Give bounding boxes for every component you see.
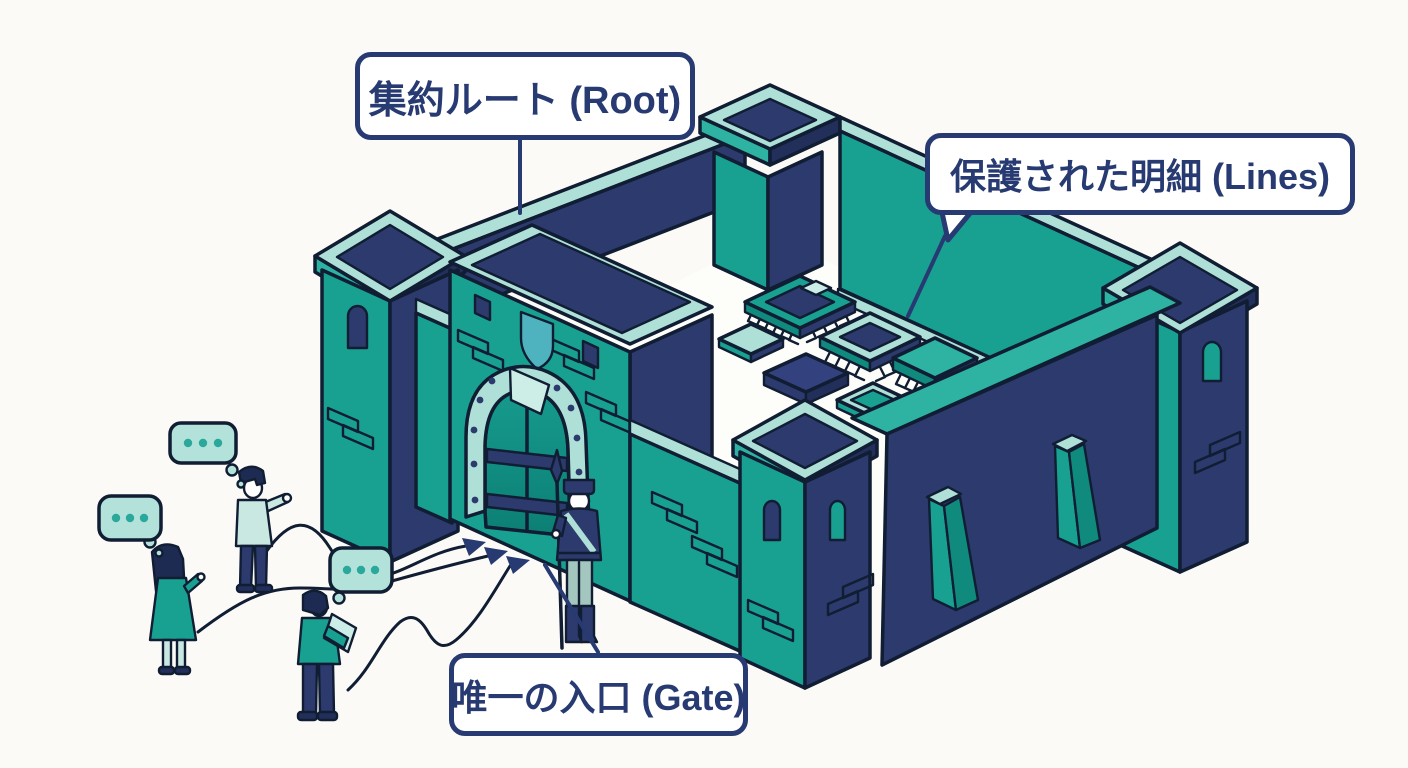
right-tower-window-icon	[1201, 340, 1223, 383]
spear-icon	[549, 448, 564, 486]
front-tower	[731, 398, 879, 690]
buttress	[925, 485, 980, 612]
chip-center	[818, 311, 922, 383]
gate	[464, 364, 591, 538]
left-tower-window-icon	[346, 304, 369, 350]
back-tower	[698, 83, 842, 292]
callout-gate: 唯一の入口 (Gate)	[449, 653, 748, 736]
person-with-tablet	[296, 589, 358, 722]
arrow-slit-icon	[473, 293, 492, 322]
chip-large	[743, 274, 857, 346]
thought-bubble-icon	[328, 546, 394, 605]
front-tower-window-icon	[828, 499, 847, 542]
path-arrow-icon	[462, 538, 486, 556]
pad-flat	[717, 322, 785, 364]
arrow-slit-icon	[581, 339, 600, 370]
front-left-wall	[628, 418, 744, 654]
callout-lines: 保護された明細 (Lines)	[925, 133, 1355, 215]
thought-bubble-icon	[168, 421, 246, 489]
people	[97, 421, 394, 722]
front-right-wall	[850, 285, 1182, 667]
person-woman	[148, 543, 206, 676]
path-arrow-icon	[484, 547, 508, 565]
front-tower-window-icon	[762, 499, 782, 542]
callout-root: 集約ルート (Root)	[355, 52, 695, 140]
wall-walk	[850, 285, 1182, 436]
keystone	[508, 366, 551, 416]
chip-right	[891, 336, 979, 402]
left-curtain-wall	[414, 297, 454, 525]
buttress	[1051, 433, 1102, 550]
path-arrow-icon	[506, 556, 530, 574]
castle	[313, 83, 1259, 690]
person-gesturing	[234, 465, 293, 594]
thought-bubble-icon	[97, 494, 164, 558]
